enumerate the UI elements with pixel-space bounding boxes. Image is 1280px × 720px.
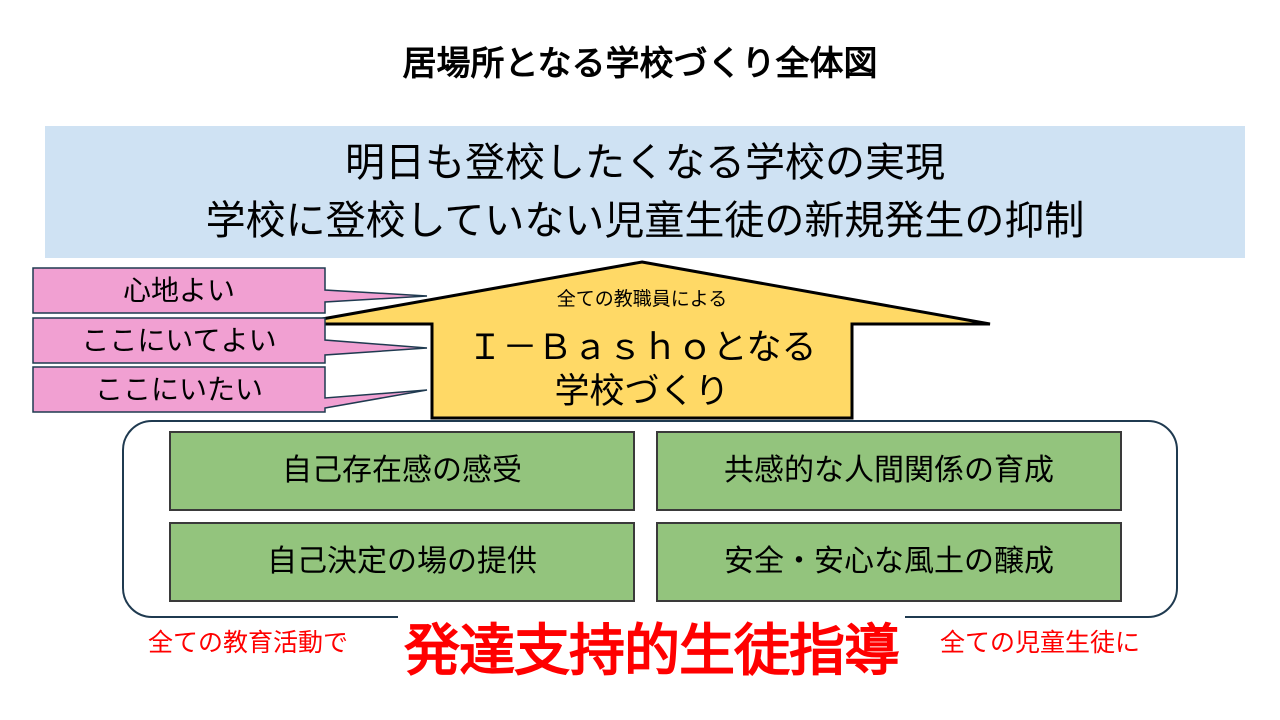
callout-want-to-be-here: ここにいたい [94, 373, 263, 406]
pillar-self-determination: 自己決定の場の提供 [169, 522, 635, 602]
callout-shape-2 [32, 317, 428, 364]
pillar-safe-climate: 安全・安心な風土の醸成 [656, 522, 1122, 602]
house-title-line-2: 学校づくり [554, 372, 730, 412]
pillar-self-presence: 自己存在感の感受 [169, 431, 635, 511]
callout-shape-1 [32, 267, 428, 314]
house-title: Ｉ－Ｂａｓｈｏとなる 学校づくり [432, 326, 852, 414]
goal-line-1: 明日も登校したくなる学校の実現 [345, 140, 945, 186]
house-title-line-1: Ｉ－Ｂａｓｈｏとなる [467, 328, 817, 368]
goal-banner: 明日も登校したくなる学校の実現 学校に登校していない児童生徒の新規発生の抑制 [45, 126, 1245, 258]
callout-comfortable: 心地よい [122, 274, 235, 307]
pillar-empathetic-relations: 共感的な人間関係の育成 [656, 431, 1122, 511]
footer-left: 全ての教育活動で [148, 628, 349, 657]
house-subtitle: 全ての教職員による [556, 288, 728, 310]
callout-ok-to-be-here: ここにいてよい [81, 324, 277, 357]
page-title: 居場所となる学校づくり全体図 [402, 44, 878, 84]
callout-shape-3 [32, 366, 428, 413]
goal-line-2: 学校に登校していない児童生徒の新規発生の抑制 [205, 198, 1085, 244]
footer-center-heading: 発達支持的生徒指導 [398, 606, 905, 687]
footer-right: 全ての児童生徒に [940, 628, 1141, 657]
